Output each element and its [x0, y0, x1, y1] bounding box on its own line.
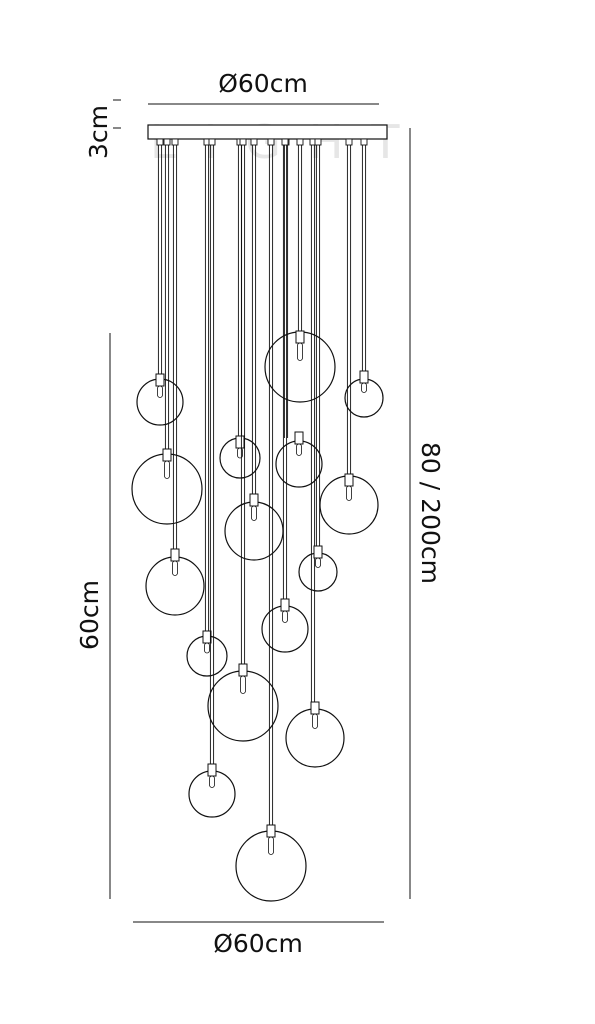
cable-ceiling-cup	[208, 138, 216, 146]
bulb	[312, 713, 318, 729]
glass-globe	[207, 670, 279, 742]
bulb	[251, 505, 257, 521]
bottom-diameter-label: Ø60cm	[213, 929, 303, 958]
cable-ceiling-cup	[171, 138, 179, 146]
cable-ceiling-cup	[281, 138, 289, 146]
cable-ceiling-cup	[296, 138, 304, 146]
ceiling-canopy	[147, 124, 388, 140]
pendant-cluster	[131, 138, 384, 902]
glass-globe	[145, 556, 205, 616]
top-diameter-label: Ø60cm	[218, 69, 308, 98]
cable-ceiling-cup	[314, 138, 322, 146]
bulb	[164, 460, 170, 479]
lamp-holder	[266, 824, 276, 838]
lamp-holder	[202, 630, 212, 644]
cable-ceiling-cup	[239, 138, 247, 146]
bulb	[297, 342, 303, 361]
bulb	[361, 382, 367, 393]
lamp-holder	[359, 370, 369, 384]
bottom-diameter-dimension: Ø60cm	[133, 921, 384, 958]
drop-height-dimension: 80 / 200cm	[409, 128, 445, 899]
watermark-text: LIGHT	[150, 115, 428, 169]
glass-globe	[131, 453, 203, 525]
bulb	[282, 610, 288, 623]
lamp-holder	[235, 435, 245, 449]
lamp-holder	[280, 598, 290, 612]
lamp-holder	[294, 431, 304, 445]
bulb	[296, 443, 302, 456]
cable-ceiling-cup	[156, 138, 164, 146]
canopy-height-label: 3cm	[84, 105, 113, 159]
glass-globe	[298, 552, 338, 592]
cable-ceiling-cup	[267, 138, 275, 146]
cluster-height-label: 60cm	[75, 580, 104, 650]
glass-globe	[285, 708, 345, 768]
glass-globe	[188, 770, 236, 818]
bulb	[240, 675, 246, 694]
bulb	[172, 560, 178, 576]
brand-watermark: LIGHT	[150, 115, 428, 169]
cluster-height-dimension: 60cm	[75, 333, 111, 899]
lamp-holder	[170, 548, 180, 562]
lamp-holder	[313, 545, 323, 559]
lamp-holder	[249, 493, 259, 507]
lamp-holder	[162, 448, 172, 462]
lamp-holder	[207, 763, 217, 777]
bulb	[315, 557, 321, 568]
lamp-holder	[295, 330, 305, 344]
lamp-holder	[155, 373, 165, 387]
bulb	[209, 775, 215, 788]
bulb	[346, 485, 352, 501]
lamp-holder	[310, 701, 320, 715]
glass-globe	[261, 605, 309, 653]
lamp-holder	[344, 473, 354, 487]
glass-globe	[235, 830, 307, 902]
drop-height-label: 80 / 200cm	[416, 442, 445, 584]
cable-ceiling-cup	[345, 138, 353, 146]
bulb	[237, 447, 243, 459]
cable-ceiling-cup	[360, 138, 368, 146]
cable-ceiling-cup	[250, 138, 258, 146]
cable-ceiling-cup	[163, 138, 171, 146]
lamp-holder	[238, 663, 248, 677]
bulb	[268, 836, 274, 855]
bulb	[157, 385, 163, 398]
top-diameter-dimension: Ø60cm	[148, 69, 379, 105]
glass-globe	[275, 440, 323, 488]
glass-globe	[224, 501, 284, 561]
canopy-height-dimension: 3cm	[84, 99, 121, 159]
bulb	[204, 642, 210, 654]
